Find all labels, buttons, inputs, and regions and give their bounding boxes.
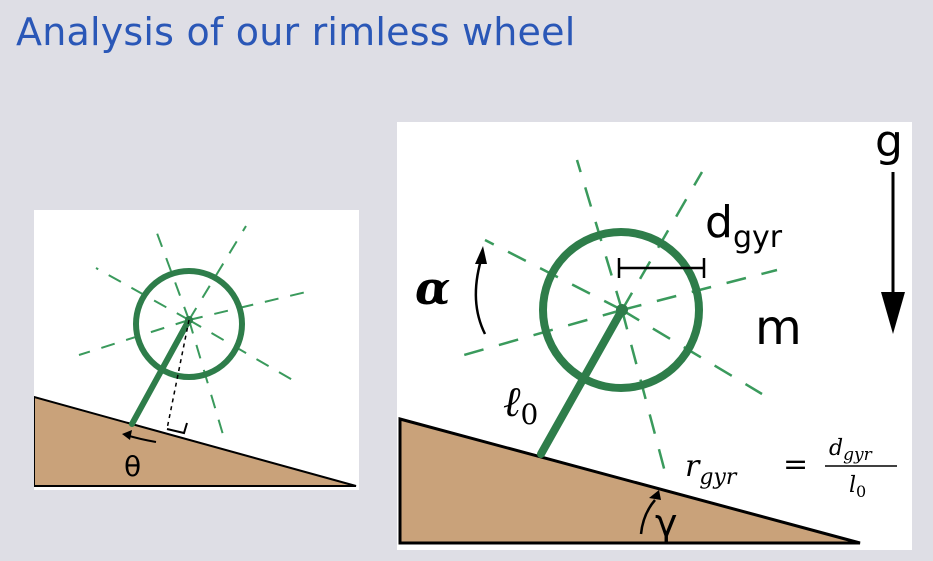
formula-denominator: l0 [849,473,866,501]
formula-lhs: rgyr [685,449,738,490]
gyration-ratio-formula: rgyr = dgyr l0 [685,436,897,501]
left-right-angle-marker [166,422,188,435]
left-dashed-spokes [78,224,307,439]
leg-length-symbol: ℓ [503,377,521,426]
formula-numerator-symbol: d [829,436,843,461]
gyration-distance-subscript: gyr [733,220,783,255]
slide-title: Analysis of our rimless wheel [16,10,576,54]
slope-angle-arrow [639,499,656,535]
left-diagram: θ [34,224,357,487]
gravity-label: g [875,122,903,167]
formula-equals: = [783,447,808,482]
mass-label: m [755,300,802,356]
gyration-distance-bar [617,258,706,278]
slope-angle-arrowhead [649,490,661,500]
angular-accel-label: α [415,261,450,315]
slope-angle-label: γ [655,501,678,545]
left-theta-label: θ [124,450,141,483]
right-diagram: dgyr g m α ℓ0 γ rgyr [398,122,905,545]
left-stance-leg [129,317,192,427]
formula-denominator-symbol: l [849,473,856,498]
right-wheel-circle [539,228,703,392]
left-diagram-panel: θ [34,210,359,490]
formula-numerator: dgyr [829,436,873,465]
formula-denominator-subscript: 0 [856,482,866,501]
angular-accel-arrow [474,259,487,335]
gyration-distance-symbol: d [705,197,733,248]
angular-accel-arrowhead [475,246,487,264]
gravity-arrowhead [881,292,905,334]
formula-lhs-symbol: r [685,449,701,484]
left-perpendicular-line [166,319,190,430]
gyration-distance-label: dgyr [705,197,783,255]
right-stance-leg [537,306,626,458]
formula-numerator-subscript: gyr [843,445,872,465]
right-diagram-panel: dgyr g m α ℓ0 γ rgyr [397,122,912,550]
leg-length-subscript: 0 [521,398,539,431]
right-ground-slope [398,417,861,545]
left-wheel-circle [133,268,245,380]
formula-lhs-subscript: gyr [699,465,738,490]
left-theta-arrowhead [122,430,132,440]
left-ground-slope [34,395,357,487]
leg-length-label: ℓ0 [503,377,538,431]
